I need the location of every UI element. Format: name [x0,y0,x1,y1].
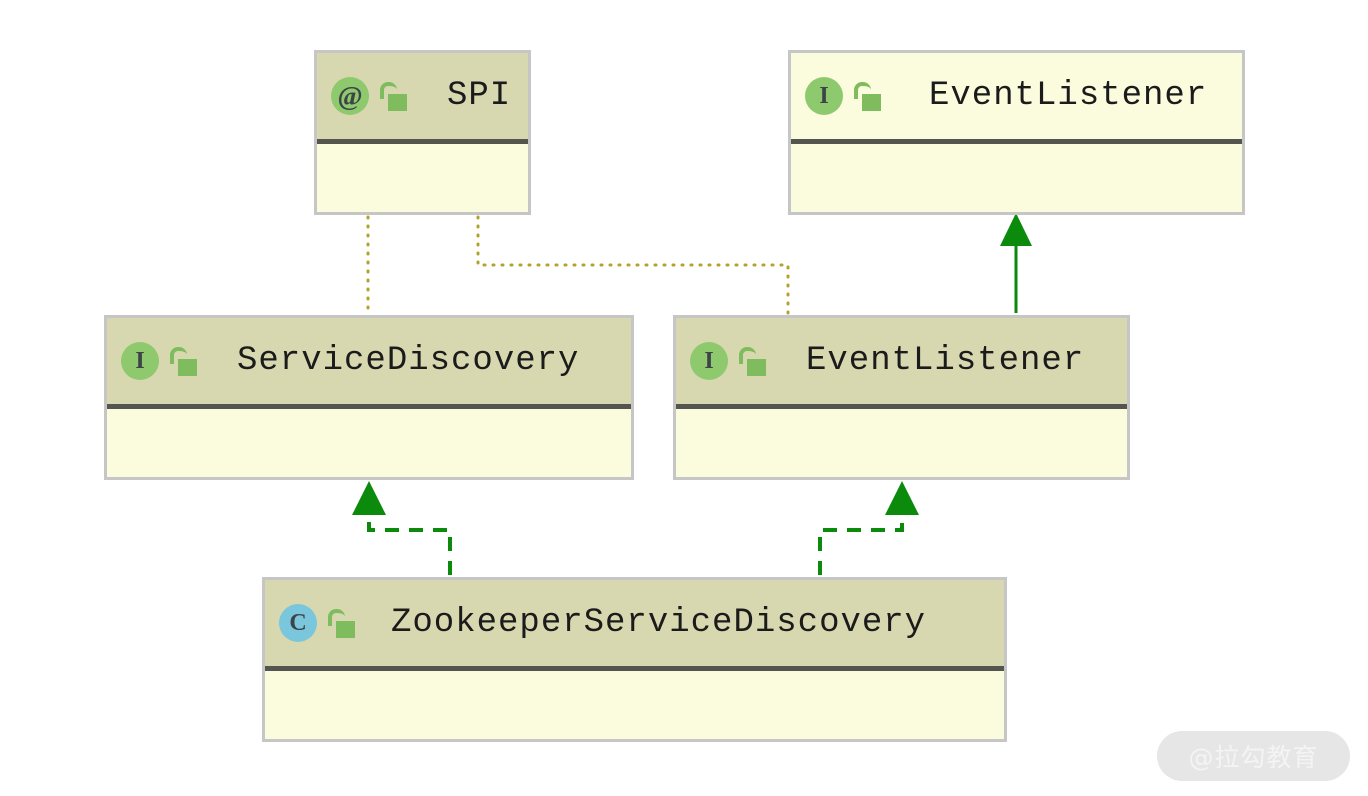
interface-badge-icon: I [690,342,728,380]
open-padlock-icon [327,608,355,638]
uml-node-header: @ SPI [317,53,528,144]
edge-zookeeper-to-event-listener-mid [818,508,904,575]
edge-spi-to-event-listener-mid [476,215,790,315]
interface-badge-icon: I [121,342,159,380]
class-badge-icon: C [279,604,317,642]
edge-zookeeper-to-service-discovery [367,508,452,575]
uml-node-title: ZookeeperServiceDiscovery [391,604,927,642]
uml-node-event-listener-mid[interactable]: I EventListener [673,315,1130,480]
uml-node-header: I EventListener [676,318,1127,409]
uml-node-members [676,409,1127,477]
uml-node-title: EventListener [929,77,1208,115]
uml-node-members [791,144,1242,212]
uml-node-header: C ZookeeperServiceDiscovery [265,580,1004,671]
uml-node-header: I EventListener [791,53,1242,144]
uml-node-event-listener-top[interactable]: I EventListener [788,50,1245,215]
uml-node-title: EventListener [806,342,1085,380]
uml-node-spi[interactable]: @ SPI [314,50,531,215]
open-padlock-icon [379,81,407,111]
uml-node-members [265,671,1004,739]
uml-node-title: SPI [447,77,512,115]
arrowhead-to-event-listener-top [1000,213,1032,246]
watermark: @拉勾教育 [1157,731,1350,781]
interface-badge-icon: I [805,77,843,115]
open-padlock-icon [853,81,881,111]
open-padlock-icon [738,346,766,376]
uml-node-members [107,409,631,477]
uml-node-members [317,144,528,212]
uml-node-service-discovery[interactable]: I ServiceDiscovery [104,315,634,480]
open-padlock-icon [169,346,197,376]
arrowhead-to-service-discovery [352,481,386,515]
annotation-badge-icon: @ [331,77,369,115]
uml-node-zookeeper-service-discovery[interactable]: C ZookeeperServiceDiscovery [262,577,1007,742]
uml-node-title: ServiceDiscovery [237,342,580,380]
uml-node-header: I ServiceDiscovery [107,318,631,409]
arrowhead-to-event-listener-mid [885,481,919,515]
